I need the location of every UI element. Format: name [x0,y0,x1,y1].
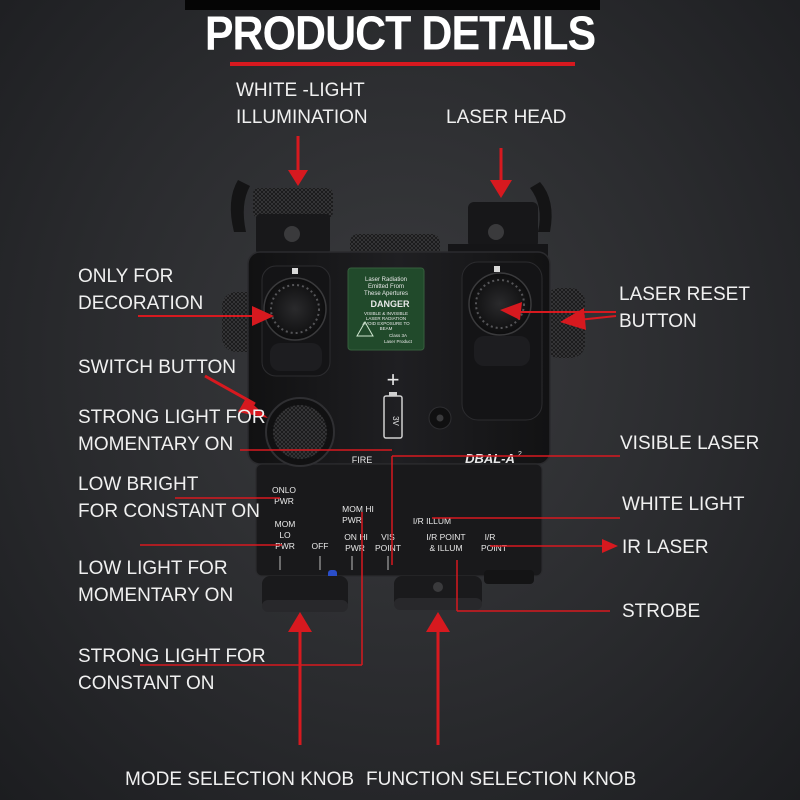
device-lower-body [255,463,543,577]
left-dial-marker [292,268,298,274]
warning-line-2: Emitted From [368,284,404,290]
right-dial-tab [474,336,530,366]
mode-on-lo-1: ONLO [272,485,296,495]
arrow-reset-icon [500,302,522,320]
label-strong-light-constant: STRONG LIGHT FOR CONSTANT ON [78,646,266,694]
arrow-laser-head-icon [490,180,512,198]
fire-label: FIRE [352,455,373,465]
mode-mom-hi: MOM HI [342,504,374,514]
decoration-dial [263,277,327,341]
laser-head-housing [468,202,538,248]
label-switch-button: SWITCH BUTTON [78,357,236,378]
arrow-white-light-icon [288,170,308,186]
warning-small-2: LASER RADIATION [366,316,406,321]
left-dial-tab [270,343,322,371]
warning-panel: Laser Radiation Emitted From These Apert… [347,267,425,351]
arrow-mode-knob-icon [288,612,312,632]
label-mode-selection-knob: MODE SELECTION KNOB [125,769,355,790]
battery-plus: + [387,367,400,392]
mode-on-hi-pwr: PWR [345,543,365,553]
white-light-bezel [253,188,333,218]
function-knob-screw-icon [433,582,443,592]
label-low-light-momentary: LOW LIGHT FOR MOMENTARY ON [78,558,234,606]
white-light-screw-icon [284,226,300,242]
function-ir-point-illum: & ILLUM [429,543,462,553]
mode-mom: MOM [275,519,296,529]
warning-small-1: VISIBLE & INVISIBLE [364,311,408,316]
page-title: PRODUCT DETAILS [204,7,596,61]
battery-label: 3V [391,416,400,426]
warning-class-1: Class 3A [389,333,407,338]
device: Laser Radiation Emitted From These Apert… [222,180,585,612]
mode-on-hi: ON HI [344,532,368,542]
label-strobe: STROBE [622,601,701,622]
title-underline [230,62,575,66]
mode-on-lo-pwr: PWR [274,496,294,506]
laser-warning-icon [356,320,374,337]
arrow-decoration-icon [252,306,274,326]
warning-small-4: BEAM [380,326,393,331]
label-only-for-decoration: ONLY FOR DECORATION [78,266,204,314]
mode-lo: LO [279,530,291,540]
mode-mom-hi-pwr: PWR [342,515,362,525]
right-mount-lever [530,182,552,232]
laser-reset-dial-ring [475,279,525,329]
decoration-dial-ring [270,284,320,334]
mode-off: OFF [312,541,329,551]
label-laser-head: LASER HEAD [446,107,567,128]
model-label: DBAL-A [465,451,515,466]
warning-class-2: Laser Product [384,339,413,344]
arrow-ir-laser-icon [602,539,618,553]
function-ir-illum: I/R ILLUM [413,516,451,526]
top-bar [185,0,600,10]
mode-vis-point: POINT [375,543,401,553]
laser-head-screw-icon [488,224,504,240]
warning-danger: DANGER [370,299,410,309]
laser-reset-dial [468,272,532,336]
label-white-light-illumination: WHITE -LIGHT ILLUMINATION [236,80,368,128]
label-visible-laser: VISIBLE LASER [620,433,760,454]
function-switch-labels: I/R ILLUM I/R POINT & ILLUM I/R POINT [413,516,507,553]
function-ir-point: I/R POINT [426,532,465,542]
arrow-switch-icon [238,398,268,418]
arrow-function-knob-icon [426,612,450,632]
label-function-selection-knob: FUNCTION SELECTION KNOB [366,769,637,790]
warning-line-1: Laser Radiation [365,277,407,283]
mode-switch-labels: ONLO PWR MOM LO PWR OFF MOM HI PWR ON HI… [272,485,401,570]
left-mount-lever [230,180,250,232]
function-ir-point-2: POINT [481,543,507,553]
callout-lines [138,136,620,745]
arrow-reset-side-icon [560,308,586,330]
label-white-light: WHITE LIGHT [622,494,745,515]
mode-vis: VIS [381,532,395,542]
mode-lo-pwr: PWR [275,541,295,551]
label-low-bright-constant: LOW BRIGHT FOR CONSTANT ON [78,474,260,522]
function-ir: I/R [485,532,496,542]
label-ir-laser: IR LASER [622,537,709,558]
warning-small-3: AVOID EXPOSURE TO [362,321,410,326]
label-laser-reset-button: LASER RESET BUTTON [619,284,750,332]
fire-switch-knurl [273,405,327,459]
right-dial-marker [494,266,500,272]
label-strong-light-momentary: STRONG LIGHT FOR MOMENTARY ON [78,407,266,455]
warning-line-3: These Apertures [364,291,408,297]
model-superscript: 2 [518,451,522,458]
